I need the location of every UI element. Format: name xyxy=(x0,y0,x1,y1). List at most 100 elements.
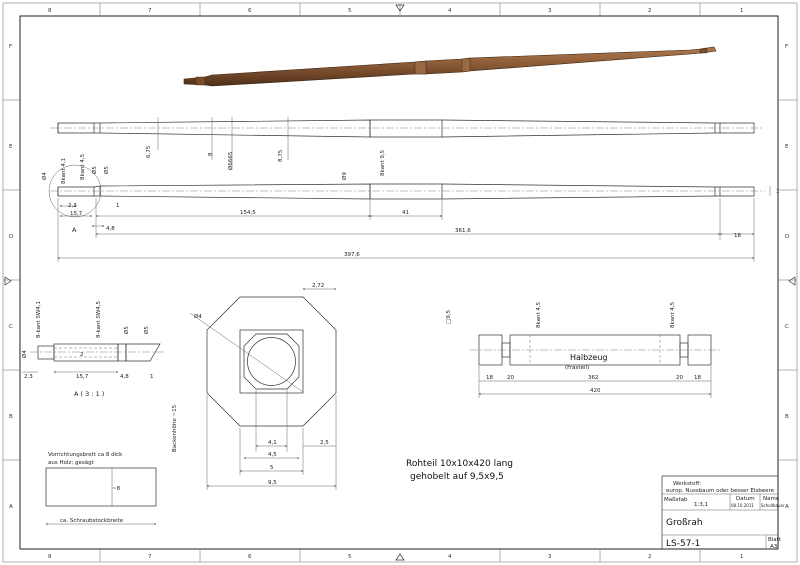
half-product-dim-18-b: 18 xyxy=(694,375,701,381)
section-d4: Ø4 xyxy=(194,313,202,320)
col-label-7: 7 xyxy=(148,8,152,14)
dim-18: 18 xyxy=(734,233,741,239)
col-label-4: 4 xyxy=(448,8,452,14)
col-label-bottom-5: 5 xyxy=(348,554,352,560)
section-dim-2-5: 2,5 xyxy=(320,440,329,446)
half-product-dim-420: 420 xyxy=(590,388,601,394)
dim-d5-b: Ø5 xyxy=(103,166,110,174)
drawing-number: LS-57-1 xyxy=(666,539,700,549)
half-product-view: □9,5 8kant 4,5 8kant 4,5 Halbzeug (Fräst… xyxy=(446,301,720,398)
stock-note-line-2: gehobelt auf 9,5x9,5 xyxy=(410,472,504,482)
row-label-right-b: B xyxy=(785,414,789,420)
detail-8kant-sw4-5: 8-kant SW4,5 xyxy=(96,300,102,338)
detail-d4: Ø4 xyxy=(21,350,28,358)
dim-8kant-4-5: 8kant 4,5 xyxy=(80,153,86,180)
detail-inner-2: 2 xyxy=(80,352,84,358)
dim-41: 41 xyxy=(402,210,409,216)
row-label-d: D xyxy=(9,234,13,240)
detail-dim-2-3: 2,3 xyxy=(24,374,33,380)
row-label-c: C xyxy=(9,324,13,330)
detail-marker-a: A xyxy=(72,226,77,234)
scale-label: Maßstab xyxy=(664,497,688,503)
dim-8-75: 8,75 xyxy=(278,149,284,162)
name-value: Schollbauer xyxy=(761,503,785,508)
stock-note-line-1: Rohteil 10x10x420 lang xyxy=(406,459,513,469)
dim-d4: Ø4 xyxy=(41,172,48,180)
material-value: europ. Nussbaum oder besser Elsbeere xyxy=(666,488,775,494)
col-label-3: 3 xyxy=(548,8,552,14)
sheet-label: Blatt xyxy=(768,537,782,543)
col-label-6: 6 xyxy=(248,8,252,14)
row-label-right-e: E xyxy=(785,144,789,150)
section-dim-4-1: 4,1 xyxy=(268,440,277,446)
col-label-5: 5 xyxy=(348,8,352,14)
half-product-8kant-4-5-b: 8kant 4,5 xyxy=(670,301,676,328)
drawing-title: Großrah xyxy=(666,518,703,528)
dim-8kant-4-1: 8kant 4,1 xyxy=(61,158,67,184)
material-label: Werkstoff: xyxy=(673,481,701,487)
dim-d5: Ø5 xyxy=(91,166,98,174)
scale-value: 1:3,1 xyxy=(694,502,708,508)
date-value: 08.10.2011 xyxy=(731,503,754,508)
dim-8: 8 xyxy=(208,152,214,156)
date-label: Datum xyxy=(736,496,755,502)
detail-circle-a xyxy=(48,164,102,218)
half-product-dim-18-a: 18 xyxy=(486,375,493,381)
half-product-sublabel: (Frästeil) xyxy=(565,365,589,371)
row-label-right-f: F xyxy=(785,44,788,50)
detail-d5-b: Ø5 xyxy=(143,326,150,334)
jig-mark-8: ~8 xyxy=(112,486,121,492)
col-label-bottom-4: 4 xyxy=(448,554,452,560)
section-dim-9-5: 9,5 xyxy=(268,480,277,486)
col-label-bottom-1: 1 xyxy=(740,554,744,560)
name-label: Name xyxy=(763,496,780,502)
detail-8kant-sw4-1: 8-kant SW4,1 xyxy=(36,301,42,338)
jig-bottom-label: ca. Schraubstockbreite xyxy=(60,518,124,524)
detail-a-view: 8-kant SW4,1 8-kant SW4,5 Ø5 Ø5 Ø4 2 2,3… xyxy=(21,300,165,398)
half-product-dim-362: 362 xyxy=(588,375,599,381)
dim-d6665: Ø6665 xyxy=(227,151,234,170)
yard-3d-render xyxy=(183,46,717,87)
row-label-b: B xyxy=(9,414,13,420)
half-product-dim-20-b: 20 xyxy=(676,375,683,381)
half-product-dim-20-a: 20 xyxy=(507,375,514,381)
jig-note-1: Vorrichtungsbrett ca 8 dick xyxy=(48,452,123,458)
dim-d9: Ø9 xyxy=(341,172,348,180)
dim-6-75: 6,75 xyxy=(146,145,152,158)
dim-8kant-9-5: 8kant 9,5 xyxy=(380,149,386,176)
detail-dim-1: 1 xyxy=(150,374,154,380)
dim-154-5: 154,5 xyxy=(240,210,256,216)
row-label-a: A xyxy=(9,504,13,510)
yard-top-view: 6,75 8 Ø6665 8,75 xyxy=(50,117,762,170)
section-dim-2-72: 2,72 xyxy=(312,283,324,289)
col-label-2: 2 xyxy=(648,8,652,14)
jig-note-2: aus Holz; gesägt xyxy=(48,460,95,466)
half-product-8kant-4-5-a: 8kant 4,5 xyxy=(536,301,542,328)
jig-view: ~8 Vorrichtungsbrett ca 8 dick aus Holz;… xyxy=(45,404,178,525)
row-label-right-c: C xyxy=(785,324,789,330)
half-product-d9-5: □9,5 xyxy=(446,310,452,324)
dim-361-6: 361,6 xyxy=(455,228,471,234)
row-label-right-a: A xyxy=(785,504,789,510)
dim-1: 1 xyxy=(116,203,120,209)
title-block: Werkstoff: europ. Nussbaum oder besser E… xyxy=(661,475,785,550)
dim-15-7: 15,7 xyxy=(70,211,83,217)
half-product-label: Halbzeug xyxy=(570,353,608,362)
detail-a-title: A ( 3 : 1 ) xyxy=(74,390,104,398)
yard-front-view: A 1 Ø4 8kant 4,1 8kant 4,5 Ø5 Ø5 Ø9 8kan… xyxy=(41,149,780,262)
dim-4-8: 4,8 xyxy=(106,226,115,232)
row-label-f: F xyxy=(9,44,12,50)
col-label-bottom-8: 8 xyxy=(48,554,52,560)
sheet-value: A3 xyxy=(770,544,778,550)
octagon-section: Ø4 2,72 4,1 2,5 4,5 5 9,5 xyxy=(189,283,337,490)
col-label-bottom-2: 2 xyxy=(648,554,652,560)
col-label-bottom-6: 6 xyxy=(248,554,252,560)
col-label-bottom-3: 3 xyxy=(548,554,552,560)
detail-d5: Ø5 xyxy=(123,326,130,334)
dim-397-6: 397,6 xyxy=(344,252,360,258)
row-label-e: E xyxy=(9,144,13,150)
col-label-bottom-7: 7 xyxy=(148,554,152,560)
